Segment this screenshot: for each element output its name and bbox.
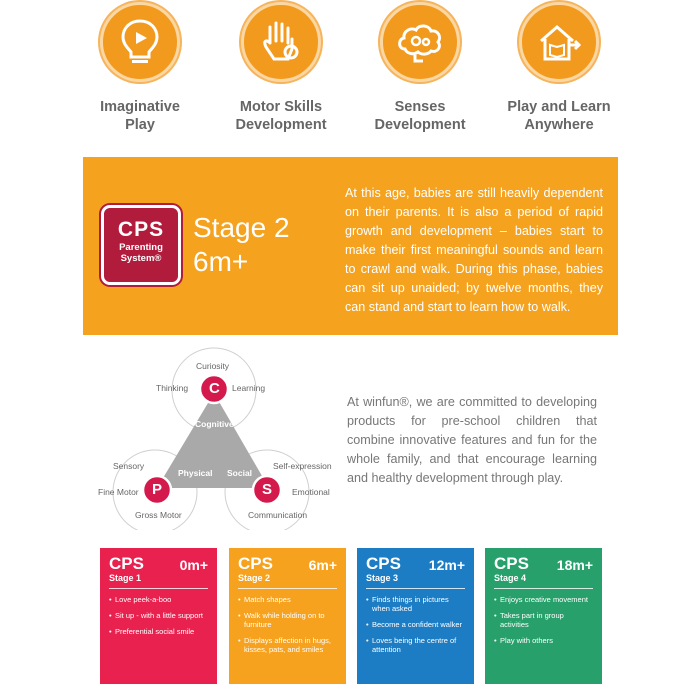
house-book-icon	[519, 2, 599, 82]
emotional-label: Emotional	[292, 487, 330, 497]
card-cps: CPS	[494, 554, 529, 573]
list-item: Enjoys creative movement	[494, 595, 593, 604]
list-item: Love peek-a-boo	[109, 595, 208, 604]
list-item: Finds things in pictures when asked	[366, 595, 465, 613]
list-item: Match shapes	[238, 595, 337, 604]
card-cps: CPS	[109, 554, 144, 573]
list-item: Walk while holding on to furniture	[238, 611, 337, 629]
card-stage: Stage 4	[494, 573, 527, 583]
list-item: Sit up - with a little support	[109, 611, 208, 620]
card-list: Finds things in pictures when asked Beco…	[366, 595, 465, 654]
cps-parenting-system-logo: CPS Parenting System®	[101, 205, 181, 285]
card-list: Match shapes Walk while holding on to fu…	[238, 595, 337, 654]
list-item: Takes part in group activities	[494, 611, 593, 629]
communication-label: Communication	[248, 510, 308, 520]
stage-title: Stage 2 6m+	[193, 212, 290, 277]
social-label: Social	[227, 468, 253, 478]
fine-motor-label: Fine Motor	[98, 487, 139, 497]
lightbulb-play-icon	[100, 2, 180, 82]
card-divider	[109, 588, 208, 589]
list-item: Preferential social smile	[109, 627, 208, 636]
physical-node: P	[152, 481, 163, 498]
about-paragraph: At winfun®, we are committed to developi…	[347, 395, 597, 485]
stage-card-2: CPS 6m+ Stage 2 Match shapes Walk while …	[229, 548, 346, 684]
list-item: Loves being the centre of attention	[366, 636, 465, 654]
diagram-graphic	[112, 347, 310, 530]
card-age: 6m+	[308, 557, 337, 573]
card-stage: Stage 2	[238, 573, 271, 583]
list-item: Play with others	[494, 636, 593, 645]
stage-card-4: CPS 18m+ Stage 4 Enjoys creative movemen…	[485, 548, 602, 684]
list-item: Become a confident walker	[366, 620, 465, 629]
sensory-label: Sensory	[113, 461, 145, 471]
gross-motor-label: Gross Motor	[135, 510, 182, 520]
card-age: 0m+	[179, 557, 208, 573]
card-age: 18m+	[556, 557, 593, 573]
cognitive-label: Cognitive	[195, 419, 234, 429]
learning-label: Learning	[232, 383, 266, 393]
stage-description: At this age, babies are still heavily de…	[345, 186, 603, 314]
curiosity-label: Curiosity	[196, 361, 230, 371]
thinking-label: Thinking	[156, 383, 189, 393]
stage-band: CPS Parenting System® Stage 2 6m+ At thi…	[83, 157, 618, 335]
physical-label: Physical	[178, 468, 213, 478]
card-divider	[494, 588, 593, 589]
card-age: 12m+	[428, 557, 465, 573]
card-cps: CPS	[238, 554, 273, 573]
development-diagram: C P S Cognitive Physical Social Curiosit…	[95, 345, 335, 530]
card-divider	[238, 588, 337, 589]
card-list: Enjoys creative movement Takes part in g…	[494, 595, 593, 645]
card-cps: CPS	[366, 554, 401, 573]
social-node: S	[262, 481, 273, 498]
card-divider	[366, 588, 465, 589]
card-list: Love peek-a-boo Sit up - with a little s…	[109, 595, 208, 636]
cognitive-node: C	[209, 380, 220, 397]
list-item: Displays affection in hugs, kisses, pats…	[238, 636, 337, 654]
stage-card-1: CPS 0m+ Stage 1 Love peek-a-boo Sit up -…	[100, 548, 217, 684]
self-expression-label: Self-expression	[273, 461, 332, 471]
card-stage: Stage 1	[109, 573, 142, 583]
brain-gears-icon	[380, 2, 460, 82]
hand-gear-icon	[241, 2, 321, 82]
card-stage: Stage 3	[366, 573, 399, 583]
stage-card-3: CPS 12m+ Stage 3 Finds things in picture…	[357, 548, 474, 684]
